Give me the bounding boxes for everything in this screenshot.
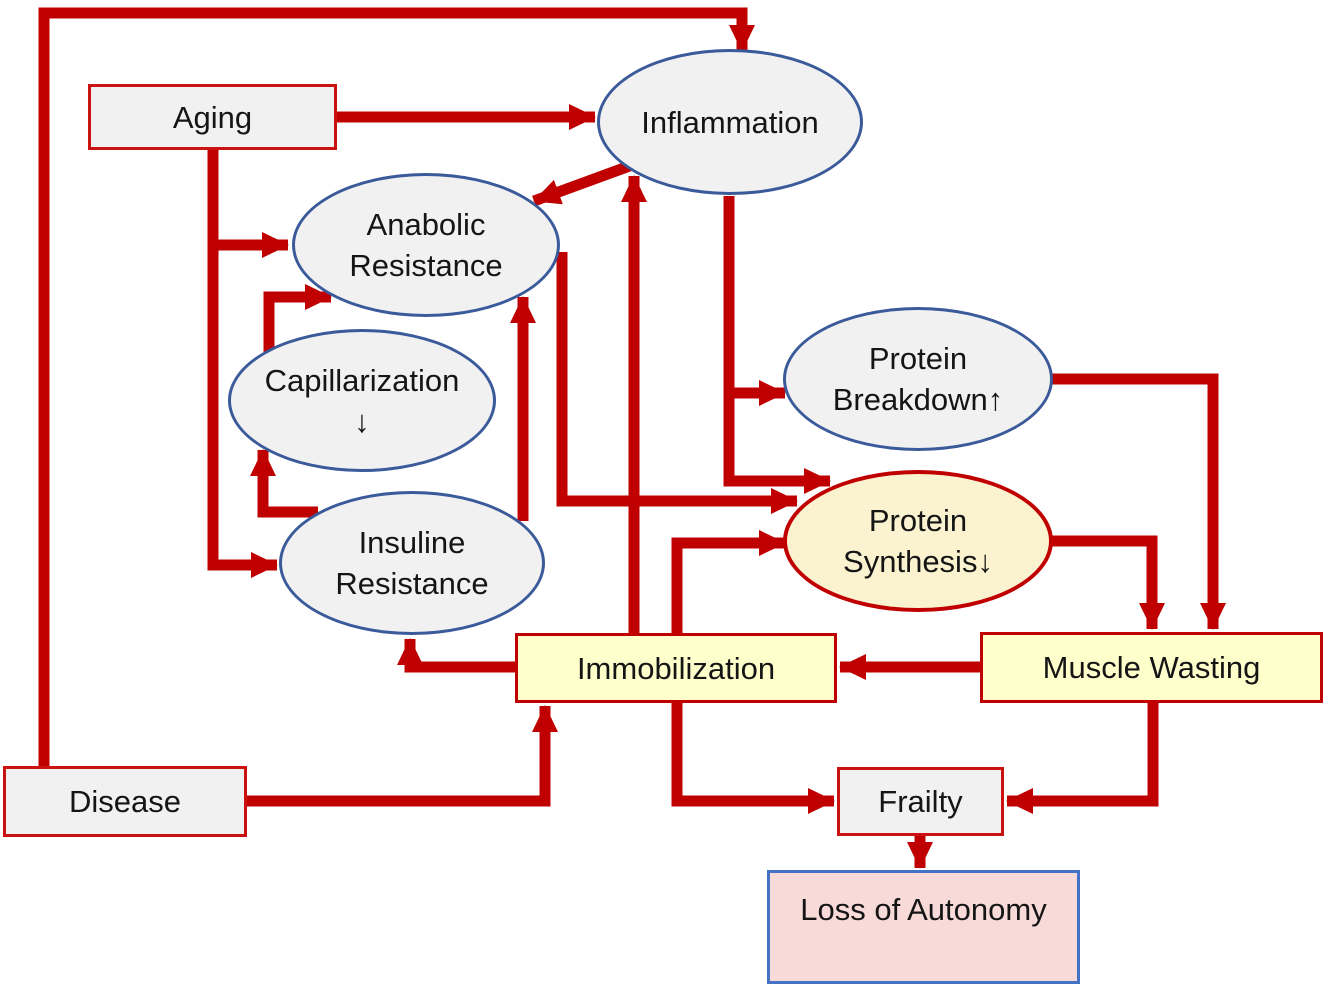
node-muscle-wasting-label: Muscle Wasting <box>1042 650 1261 685</box>
node-immobilization-label: Immobilization <box>576 650 776 686</box>
edge-inflammation-to-breakdown <box>723 196 786 406</box>
node-immobilization: Immobilization <box>515 633 837 703</box>
node-protein-breakdown: Protein Breakdown↑ <box>783 307 1053 451</box>
node-loss-of-autonomy-label: Loss of Autonomy <box>800 892 1047 927</box>
node-frailty-label: Frailty <box>878 784 963 819</box>
edge-inflammation-to-synthesis <box>723 390 831 494</box>
node-frailty: Frailty <box>837 767 1004 836</box>
node-protein-breakdown-line1: Protein <box>868 341 968 376</box>
edge-insuline-to-capillarization <box>250 449 318 518</box>
node-inflammation-label: Inflammation <box>641 104 819 140</box>
edge-aging-to-insuline <box>207 150 278 578</box>
node-disease: Disease <box>3 766 247 837</box>
node-aging: Aging <box>88 84 337 150</box>
node-aging-label: Aging <box>172 99 253 135</box>
node-protein-synthesis-line1: Protein <box>868 503 968 538</box>
node-insuline-resistance: Insuline Resistance <box>279 491 545 635</box>
node-capillarization-down-arrow: ↓ <box>354 403 370 439</box>
node-anabolic-resistance: Anabolic Resistance <box>292 173 560 317</box>
edge-disease-loop-to-inflammation <box>38 7 755 766</box>
edge-disease-to-immobilization <box>247 705 558 807</box>
node-loss-of-autonomy: Loss of Autonomy <box>767 870 1080 984</box>
node-protein-breakdown-line2: Breakdown↑ <box>832 382 1004 417</box>
edge-breakdown-to-muscle-wasting <box>1052 373 1226 630</box>
edge-immobilization-to-frailty <box>671 703 835 814</box>
edge-immobilization-to-insuline <box>397 638 515 673</box>
node-anabolic-resistance-line2: Resistance <box>349 248 503 283</box>
node-muscle-wasting: Muscle Wasting <box>980 632 1323 703</box>
edge-immobilization-to-synthesis <box>671 530 786 633</box>
node-capillarization: Capillarization ↓ <box>228 329 496 472</box>
node-insuline-resistance-line2: Resistance <box>335 566 489 601</box>
node-disease-label: Disease <box>69 784 181 819</box>
node-insuline-resistance-line1: Insuline <box>358 525 466 560</box>
edge-muscle-wasting-to-frailty <box>1006 703 1159 814</box>
edge-synthesis-to-muscle-wasting <box>1052 535 1165 630</box>
node-protein-synthesis: Protein Synthesis↓ <box>783 470 1053 612</box>
edge-anabolic-to-synthesis <box>556 252 798 514</box>
edge-capillarization-to-anabolic <box>263 284 332 353</box>
node-inflammation: Inflammation <box>597 49 863 195</box>
node-anabolic-resistance-line1: Anabolic <box>366 207 486 242</box>
node-capillarization-line1: Capillarization <box>264 362 460 398</box>
node-protein-synthesis-line2: Synthesis↓ <box>843 544 993 579</box>
